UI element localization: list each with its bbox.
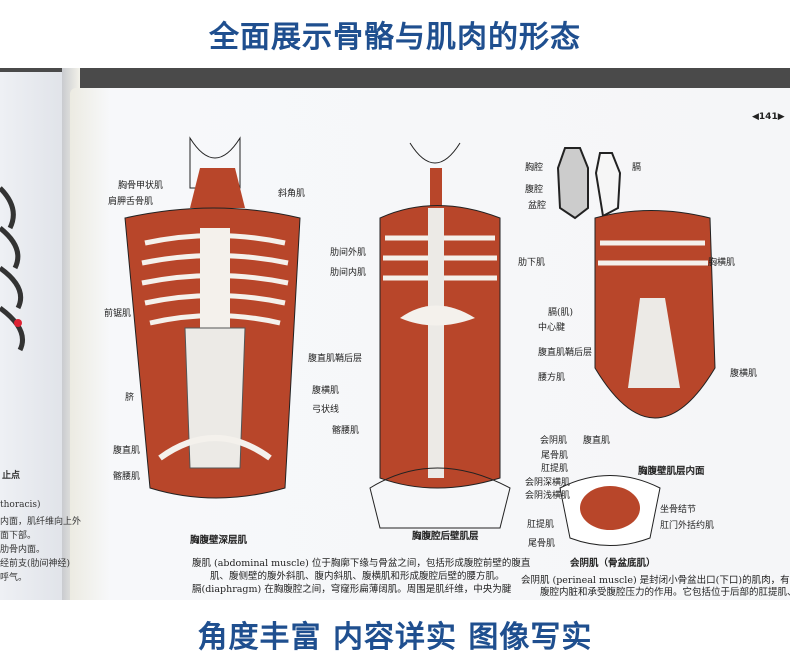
body-text: 腹肌 (abdominal muscle) 位于胸廓下缘与骨盆之间，包括形成腹腔… (192, 558, 531, 569)
label: 中心腱 (538, 323, 566, 333)
figure-caption: 胸腹壁深层肌 (190, 535, 248, 546)
left-page-text: thoracis) (0, 500, 41, 510)
label: 腹直肌鞘后层 (308, 354, 363, 364)
label: 尾骨肌 (541, 451, 569, 461)
figure-caption: 胸腹腔后壁肌层 (412, 531, 479, 542)
label: 腹横肌 (730, 369, 758, 379)
body-text: 膈(diaphragm) 在胸腹腔之间，穹窿形扁薄阔肌。周围是肌纤维，中央为腱 (192, 584, 512, 595)
left-page-text: 内面，肌纤维向上外 (0, 517, 82, 527)
label: 尾骨肌 (528, 539, 556, 549)
book-photo: 胸骨甲状肌 肩胛舌骨肌 斜角肌 前锯肌 脐 腹直肌 髂腰肌 腹直肌鞘后层 腹横肌… (0, 68, 790, 600)
label: 弓状线 (312, 405, 340, 415)
label: 腹横肌 (312, 386, 340, 396)
label: 髂腰肌 (113, 472, 141, 482)
label: 胸腔 (525, 163, 544, 173)
label: 腹腔 (525, 185, 544, 195)
figure-posterior-wall-muscles (369, 142, 511, 529)
left-page-text: 止点 (2, 471, 21, 481)
label: 会阴深横肌 (525, 478, 571, 488)
label: 会阴肌 (540, 436, 568, 446)
figure-perineum (559, 475, 661, 546)
anatomy-illustrations (0, 136, 716, 546)
label: 腹直肌鞘后层 (538, 348, 593, 358)
label: 肛提肌 (541, 464, 569, 474)
label: 斜角肌 (278, 189, 306, 199)
label: 肩胛舌骨肌 (108, 197, 154, 207)
label: 脐 (125, 393, 135, 403)
label: 髂腰肌 (332, 426, 360, 436)
label: 腹直肌 (113, 446, 141, 456)
figure-inner-wall-muscles (594, 210, 716, 419)
label: 腰方肌 (538, 373, 566, 383)
label: 胸横肌 (708, 258, 736, 268)
label: 坐骨结节 (660, 505, 697, 515)
top-banner-title: 全面展示骨骼与肌肉的形态 (209, 20, 581, 55)
label: 肋间外肌 (330, 248, 367, 258)
left-page-text: 经前支(肋间神经) (0, 559, 71, 569)
label: 肋间内肌 (330, 268, 367, 278)
bottom-banner-slogan: 角度丰富 内容详实 图像写实 (197, 620, 593, 655)
label: 肛提肌 (527, 520, 555, 530)
label: 盆腔 (528, 201, 547, 211)
label: 肋下肌 (518, 258, 546, 268)
figure-deep-thoracoabdominal-muscles (124, 136, 301, 499)
left-page (0, 72, 70, 600)
left-page-text: 肋骨内面。 (0, 545, 46, 555)
label: 肛门外括约肌 (660, 521, 715, 531)
label: 前锯肌 (104, 309, 132, 319)
label: 腹直肌 (583, 436, 611, 446)
body-text: 肌、腹侧壁的腹外斜肌、腹内斜肌、腹横肌和形成腹腔后壁的腰方肌。 (210, 571, 505, 582)
body-text: 会阴肌 (perineal muscle) 是封闭小骨盆出口(下口)的肌肉，有承… (521, 575, 790, 586)
label: 膈(肌) (548, 308, 574, 318)
figure-caption: 胸腹壁肌层内面 (638, 466, 705, 477)
label: 膈 (632, 163, 642, 173)
figure-caption: 会阴肌（骨盆底肌） (570, 558, 656, 569)
left-page-text: 呼气。 (0, 573, 28, 583)
label: 会阴浅横肌 (525, 491, 571, 501)
left-page-text: 面下部。 (0, 531, 37, 541)
body-text: 腹腔内脏和承受腹腔压力的作用。它包括位于后部的肛提肌、尾骨肌 (540, 587, 790, 598)
label: 胸骨甲状肌 (118, 181, 164, 191)
page-number: ◀141▶ (752, 112, 785, 122)
figure-cavity-diagram (556, 147, 622, 220)
left-page-ribs-illustration (0, 186, 25, 352)
